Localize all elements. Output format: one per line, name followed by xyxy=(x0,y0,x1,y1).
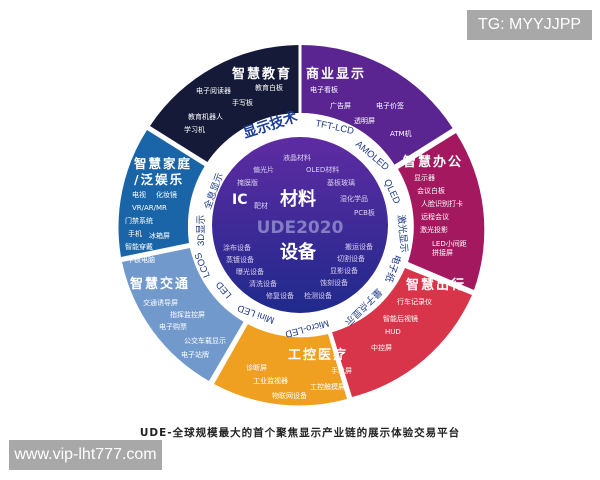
sector-item: 手机 xyxy=(128,229,142,238)
equipment-item: 涂布设备 xyxy=(223,243,251,252)
sector-title-home-line1: 智慧家庭 xyxy=(133,156,192,171)
sector-item: 人脸识别打卡 xyxy=(421,199,463,208)
sector-item: 工业监视器 xyxy=(253,376,288,385)
sector-item: 手写板 xyxy=(232,98,253,107)
material-item: 液晶材料 xyxy=(283,153,311,162)
sector-item: 拼接屏 xyxy=(432,248,453,257)
core-circle xyxy=(212,137,388,313)
sector-item: HUD xyxy=(385,328,401,336)
sector-item: 电子站牌 xyxy=(181,350,209,359)
sector-title-office: 智慧办公 xyxy=(403,154,463,170)
sector-item: 教育机器人 xyxy=(188,112,223,121)
sector-item: 物联网设备 xyxy=(272,391,307,400)
sector-item: LED小间距 xyxy=(432,239,467,248)
sector-title-travel: 智慧出行 xyxy=(406,277,466,293)
sector-title-transport: 智慧交通 xyxy=(130,276,190,292)
equipment-item: 蒸镀设备 xyxy=(226,255,254,264)
sector-item: 远程会议 xyxy=(421,212,449,221)
equipment-item: 搬运设备 xyxy=(345,242,373,251)
material-item: 湿化学品 xyxy=(340,194,368,203)
sector-title-education: 智慧教育 xyxy=(232,66,292,82)
sector-item: 电子价签 xyxy=(376,101,404,110)
sector-item: 指挥监控屏 xyxy=(170,310,205,319)
material-item: 偏光片 xyxy=(253,165,274,174)
sector-item: 工控触摸屏 xyxy=(310,382,345,391)
ring-item-3d-display: 3D显示 xyxy=(196,215,207,246)
sector-item: 中控屏 xyxy=(371,343,392,352)
sector-item: 化妆镜 xyxy=(156,190,177,199)
sector-item: 会议白板 xyxy=(417,186,445,195)
sector-item: 电子阅读器 xyxy=(196,86,231,95)
sector-item: 手术屏 xyxy=(331,366,352,375)
sector-item: 电视 xyxy=(132,190,146,199)
sector-item: 激光投影 xyxy=(420,225,448,234)
diagram-caption: UDE-全球规模最大的首个聚焦显示产业链的展示体验交易平台 xyxy=(139,427,461,439)
sector-item: 智能后视镜 xyxy=(383,314,418,323)
equipment-item: 显影设备 xyxy=(330,266,358,275)
sector-item: 冰箱屏 xyxy=(149,231,170,240)
sector-title-commercial: 商业显示 xyxy=(306,66,366,82)
sector-item: 电子购票 xyxy=(159,322,187,331)
material-item-ic: IC xyxy=(232,192,247,208)
sector-item: 平板电脑 xyxy=(127,255,155,264)
watermark-url-badge: www.vip-lht777.com xyxy=(9,440,162,470)
material-item: 基板玻璃 xyxy=(327,178,355,187)
sector-item: 诊断屏 xyxy=(246,363,267,372)
sector-smart-transport xyxy=(122,248,244,381)
material-item: 掩膜版 xyxy=(237,178,258,187)
material-item: PCB板 xyxy=(354,208,375,217)
watermark-tg-badge: TG: MYYJJPP xyxy=(467,10,592,40)
sector-item: 学习机 xyxy=(184,125,205,134)
sector-title-home-line2: /泛娱乐 xyxy=(134,172,184,187)
sector-commercial-display xyxy=(301,45,453,165)
equipment-item: 检测设备 xyxy=(304,291,332,300)
sector-item: 显示器 xyxy=(414,174,435,182)
material-item: OLED材料 xyxy=(306,165,339,174)
sector-smart-education xyxy=(150,45,299,163)
sector-item: 交通诱导屏 xyxy=(143,298,178,307)
sector-item: 电子看板 xyxy=(310,85,338,94)
sector-item: 教育白板 xyxy=(255,83,283,92)
equipment-item: 修复设备 xyxy=(266,291,294,300)
equipment-title: 设备 xyxy=(280,241,317,263)
equipment-item: 切割设备 xyxy=(337,254,365,263)
sector-item: 透明屏 xyxy=(354,117,375,125)
equipment-item: 清洗设备 xyxy=(249,279,277,288)
sector-item: 广告屏 xyxy=(330,101,351,110)
ring-item-laser-display: 激光显示 xyxy=(395,214,410,253)
sector-smart-home xyxy=(118,130,206,257)
sector-item: VR/AR/MR xyxy=(132,204,167,212)
sector-item: ATM机 xyxy=(390,129,412,138)
equipment-item: 曝光设备 xyxy=(236,267,264,276)
sector-item: 公交车载显示 xyxy=(184,336,226,345)
sector-item: 行车记录仪 xyxy=(397,297,432,306)
material-item: 靶材 xyxy=(254,201,268,210)
sector-smart-travel xyxy=(332,268,472,397)
materials-title: 材料 xyxy=(280,188,316,210)
sector-title-industrial: 工控医疗 xyxy=(288,347,348,363)
sector-item: 智能穿戴 xyxy=(125,242,153,251)
ude-logo: UDE2020 xyxy=(257,218,344,238)
equipment-item: 蚀刻设备 xyxy=(320,278,348,287)
sector-smart-office xyxy=(398,133,485,290)
sector-item: 门禁系统 xyxy=(125,216,153,225)
sector-industrial-medical xyxy=(214,324,347,406)
